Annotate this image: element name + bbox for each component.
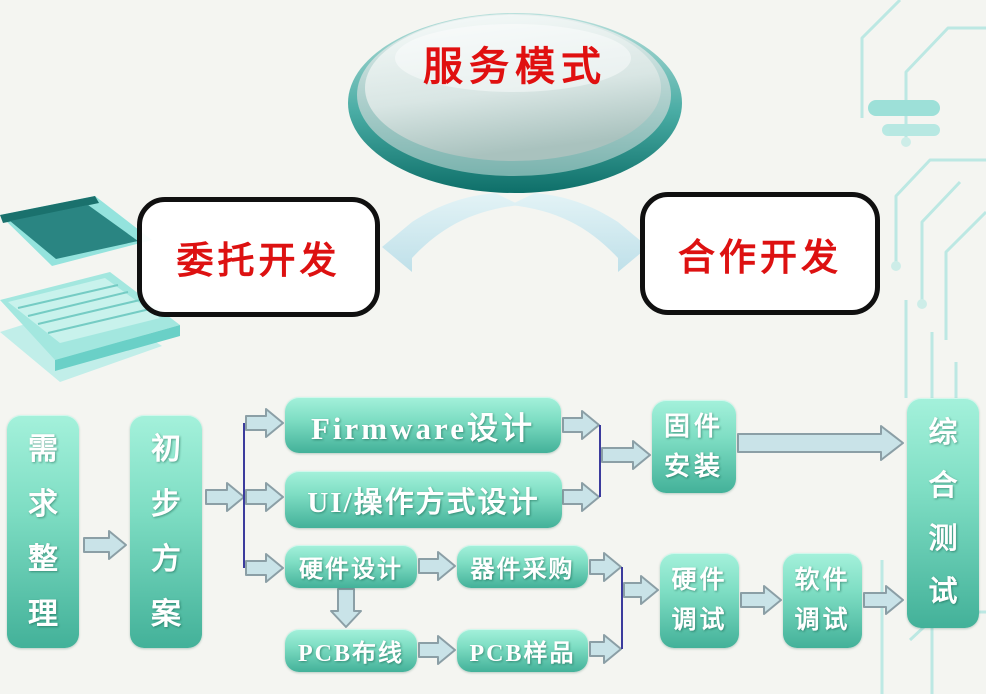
arrow-branch-to-hw-design <box>245 553 284 583</box>
arrow-plan-out <box>205 482 245 512</box>
arrow-branch-to-firmware <box>245 408 284 438</box>
arrow-pcb-sample-out <box>589 634 622 664</box>
branch-box-entrusted-development: 委托开发 <box>137 197 380 317</box>
flow-node-firmware-design: Firmware设计 <box>285 397 561 453</box>
flow-node-requirements: 需求整理 <box>7 415 79 648</box>
arrow-req-to-plan <box>83 530 127 560</box>
arrow-branch-to-ui <box>245 482 284 512</box>
laptop-image <box>0 196 180 382</box>
title-disc <box>348 13 682 193</box>
flow-node-comprehensive-test: 综合测试 <box>907 398 979 628</box>
arrow-hw-debug-to-sw-debug <box>740 585 782 615</box>
swoosh-arrow-left <box>382 193 520 272</box>
arrow-to-fw-install <box>601 440 651 470</box>
flow-node-firmware-install: 固件安装 <box>652 400 736 493</box>
arrow-to-hw-debug <box>623 575 659 605</box>
arrow-pcb-route-to-pcb-sample <box>418 635 456 665</box>
flow-node-label: 软件调试 <box>794 566 851 634</box>
branch-box-cooperative-development: 合作开发 <box>640 192 880 315</box>
arrow-hw-design-to-pcb-route <box>330 588 362 628</box>
flow-node-software-debug: 软件调试 <box>783 553 862 648</box>
flow-node-hardware-design: 硬件设计 <box>285 545 417 588</box>
flow-node-pcb-routing: PCB布线 <box>285 629 417 672</box>
flow-node-pcb-sample: PCB样品 <box>457 629 588 672</box>
arrow-sw-debug-to-final-test <box>863 585 904 615</box>
flow-node-label: 固件安装 <box>663 411 724 481</box>
flow-node-hardware-debug: 硬件调试 <box>660 553 739 648</box>
flow-node-label: 初步方案 <box>151 432 181 631</box>
flow-node-label: 综合测试 <box>928 417 958 608</box>
flow-node-preliminary-plan: 初步方案 <box>130 415 202 648</box>
arrow-hw-design-to-parts <box>418 551 456 581</box>
swoosh-arrow-right <box>510 193 648 272</box>
arrow-parts-out <box>589 552 622 582</box>
arrow-fw-install-to-final-test <box>737 425 904 461</box>
flow-node-component-purchase: 器件采购 <box>457 545 588 588</box>
flow-node-label: 硬件调试 <box>671 566 728 634</box>
flow-node-ui-design: UI/操作方式设计 <box>285 471 562 528</box>
arrow-firmware-out <box>562 410 600 440</box>
page-title: 服务模式 <box>423 44 607 89</box>
flow-node-label: 需求整理 <box>28 432 58 631</box>
circuit-pattern-background <box>860 0 986 694</box>
arrow-ui-out <box>562 482 600 512</box>
